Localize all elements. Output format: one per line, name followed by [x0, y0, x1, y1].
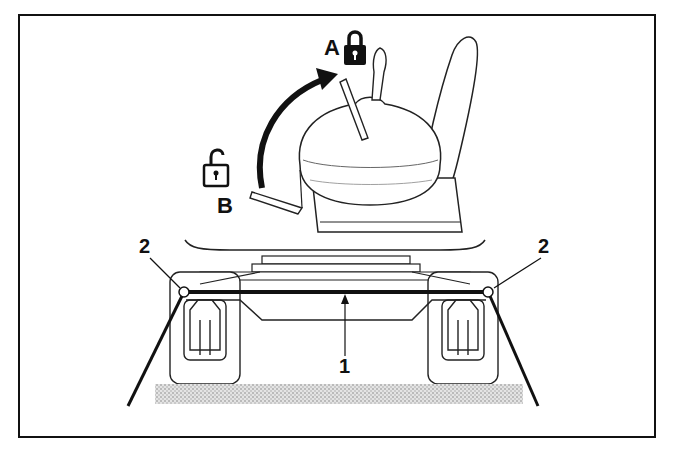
left-console [170, 272, 240, 384]
right-console [428, 272, 498, 384]
lock-lever-a [340, 79, 368, 140]
lock-bar [182, 272, 490, 320]
locked-padlock [344, 32, 366, 65]
motion-arrow [260, 80, 322, 188]
leader-line [150, 258, 541, 356]
joystick [372, 48, 386, 100]
ground [155, 384, 523, 404]
lock-lever [128, 287, 538, 406]
floor-plate [185, 240, 485, 250]
callout-number: 2 [536, 235, 551, 257]
position-letter: A [322, 36, 342, 60]
callout-number: 2 [137, 235, 152, 257]
seat-console [299, 97, 440, 205]
lock-lever-b [250, 192, 302, 214]
frame [19, 15, 655, 437]
unlocked-padlock [204, 150, 228, 186]
position-letter: B [215, 194, 235, 218]
callout-number: 1 [337, 355, 352, 377]
